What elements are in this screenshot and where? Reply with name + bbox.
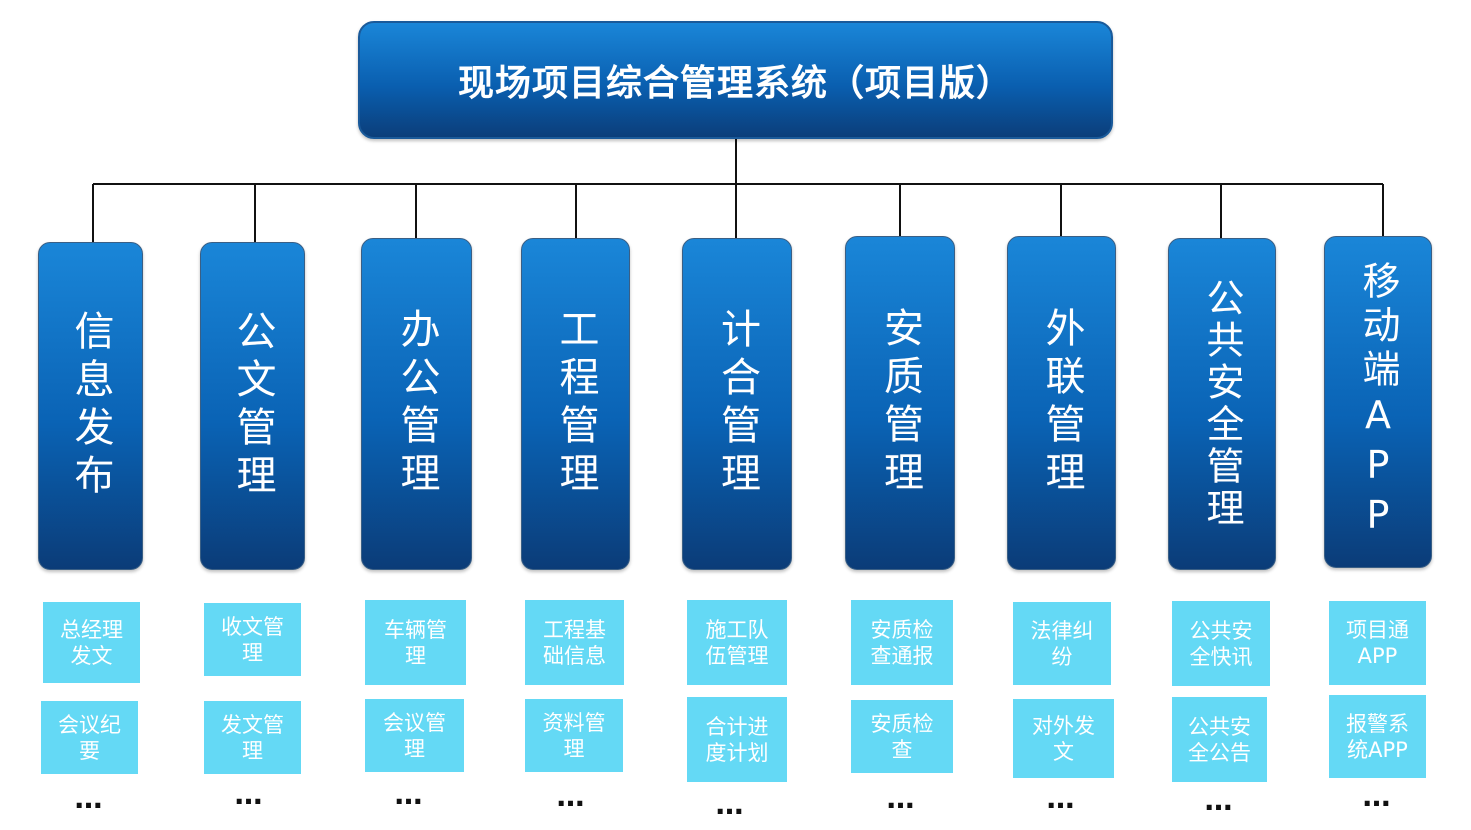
sub-item-legal-disputes: 法律纠纷	[1013, 602, 1111, 685]
more-indicator: …	[715, 788, 747, 821]
more-indicator: …	[1362, 780, 1394, 813]
sub-item-incoming-docs: 收文管理	[204, 603, 301, 676]
module-label: 工程管理	[552, 308, 599, 500]
sub-item-safety-inspection: 安质检查	[851, 700, 953, 773]
sub-item-project-app: 项目通APP	[1329, 601, 1426, 685]
more-indicator: …	[1046, 782, 1078, 815]
more-indicator: …	[886, 782, 918, 815]
sub-item-meeting-management: 会议管理	[365, 699, 464, 772]
sub-item-engineering-base-info: 工程基础信息	[525, 600, 624, 685]
module-document-management: 公文管理	[200, 242, 305, 570]
sub-item-construction-team: 施工队伍管理	[687, 600, 787, 685]
system-title-box: 现场项目综合管理系统（项目版）	[358, 21, 1113, 139]
sub-item-public-safety-notice: 公共安全公告	[1172, 697, 1267, 782]
more-indicator: …	[74, 782, 106, 815]
more-indicator: …	[394, 778, 426, 811]
module-safety-quality-management: 安质管理	[845, 236, 955, 570]
module-mobile-app: 移动端APP	[1324, 236, 1432, 568]
module-external-relations: 外联管理	[1007, 236, 1116, 570]
module-label: 外联管理	[1038, 307, 1085, 499]
module-info-publish: 信息发布	[38, 242, 143, 570]
module-label: 信息发布	[67, 310, 114, 502]
sub-item-vehicle-management: 车辆管理	[365, 600, 466, 685]
module-engineering-management: 工程管理	[521, 238, 630, 570]
module-office-management: 办公管理	[361, 238, 472, 570]
module-label: 公文管理	[229, 310, 276, 502]
module-public-safety-management: 公共安全管理	[1168, 238, 1276, 570]
more-indicator: …	[1204, 784, 1236, 817]
module-label: 计合管理	[714, 308, 760, 500]
sub-item-alarm-system-app: 报警系统APP	[1329, 695, 1426, 778]
sub-item-public-safety-news: 公共安全快讯	[1172, 601, 1270, 686]
module-label: 安质管理	[877, 307, 923, 499]
sub-item-gm-document: 总经理发文	[43, 602, 140, 683]
module-label: 办公管理	[393, 308, 440, 500]
more-indicator: …	[234, 778, 266, 811]
system-title: 现场项目综合管理系统（项目版）	[457, 63, 1013, 104]
sub-item-safety-inspection-report: 安质检查通报	[851, 600, 953, 685]
sub-item-document-management: 资料管理	[525, 699, 623, 772]
more-indicator: …	[556, 780, 588, 813]
module-label: 公共安全管理	[1200, 278, 1244, 530]
sub-item-meeting-minutes: 会议纪要	[41, 701, 138, 774]
sub-item-external-documents: 对外发文	[1013, 699, 1114, 778]
sub-item-progress-plan: 合计进度计划	[687, 697, 787, 782]
sub-item-outgoing-docs: 发文管理	[204, 701, 301, 774]
module-label: 移动端APP	[1356, 261, 1400, 543]
module-plan-contract-management: 计合管理	[682, 238, 792, 570]
